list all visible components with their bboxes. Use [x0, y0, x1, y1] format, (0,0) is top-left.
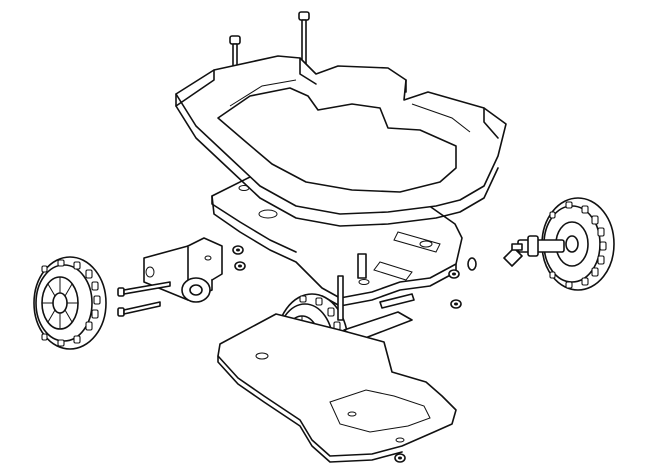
bumper-frame	[175, 55, 507, 227]
gear-motor	[143, 237, 223, 303]
tread-pattern	[41, 259, 101, 347]
nuts	[232, 245, 477, 463]
right-wheel	[503, 197, 615, 291]
nut	[450, 299, 462, 309]
axle-hub	[503, 235, 565, 267]
nut	[234, 261, 246, 271]
screw	[117, 281, 171, 297]
left-wheel	[33, 256, 107, 350]
screw	[117, 301, 161, 317]
bottom-chassis-plate	[217, 313, 457, 463]
tread-pattern	[549, 201, 607, 289]
nut	[467, 257, 477, 271]
nut	[394, 453, 406, 463]
nut	[448, 269, 460, 279]
motor-screws	[117, 281, 171, 317]
nut	[232, 245, 244, 255]
support-linkage	[337, 253, 415, 341]
